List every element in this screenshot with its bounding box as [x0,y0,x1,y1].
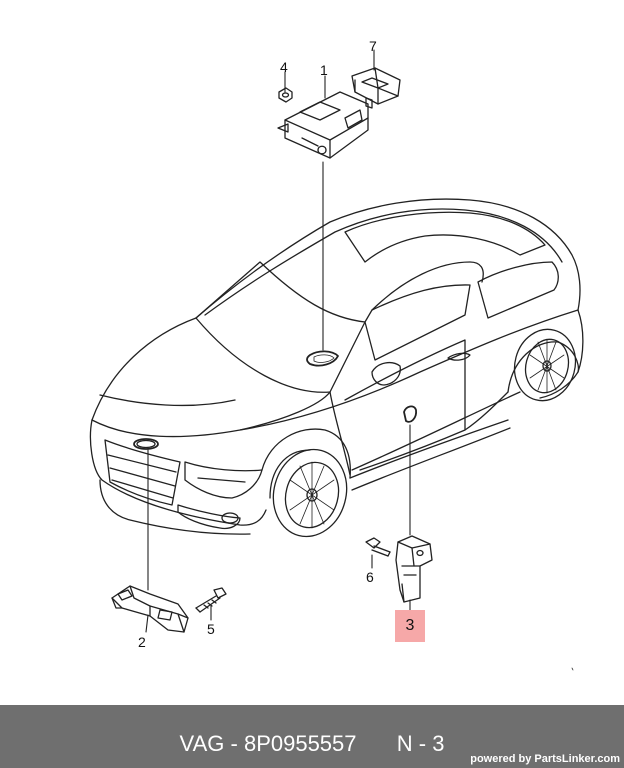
footer-position: N - 3 [396,731,445,756]
footer-part-info: VAG - 8P0955557 N - 3 [0,731,624,757]
leader-lines [145,49,411,633]
callout-3-highlighted[interactable]: 3 [395,610,425,642]
footer-brand: VAG [179,731,225,756]
part-side-sensor [395,535,433,603]
part-bolt [195,587,227,613]
part-control-unit [277,91,369,159]
parts-diagram [89,49,584,671]
callout-1: 1 [320,62,328,78]
part-front-sensor [111,585,189,633]
callout-5: 5 [207,621,215,637]
part-bolt-small [365,537,391,557]
car-illustration [89,198,584,538]
callout-6: 6 [366,569,374,585]
callout-4: 4 [280,59,288,75]
callout-7: 7 [369,38,377,54]
footer-bar [0,705,624,768]
footer-separator: - [230,731,238,756]
part-connector [351,67,401,109]
callout-2: 2 [138,634,146,650]
part-nut [278,87,293,103]
footer-part-number: 8P0955557 [243,731,357,756]
powered-by-link[interactable]: powered by PartsLinker.com [470,753,620,765]
